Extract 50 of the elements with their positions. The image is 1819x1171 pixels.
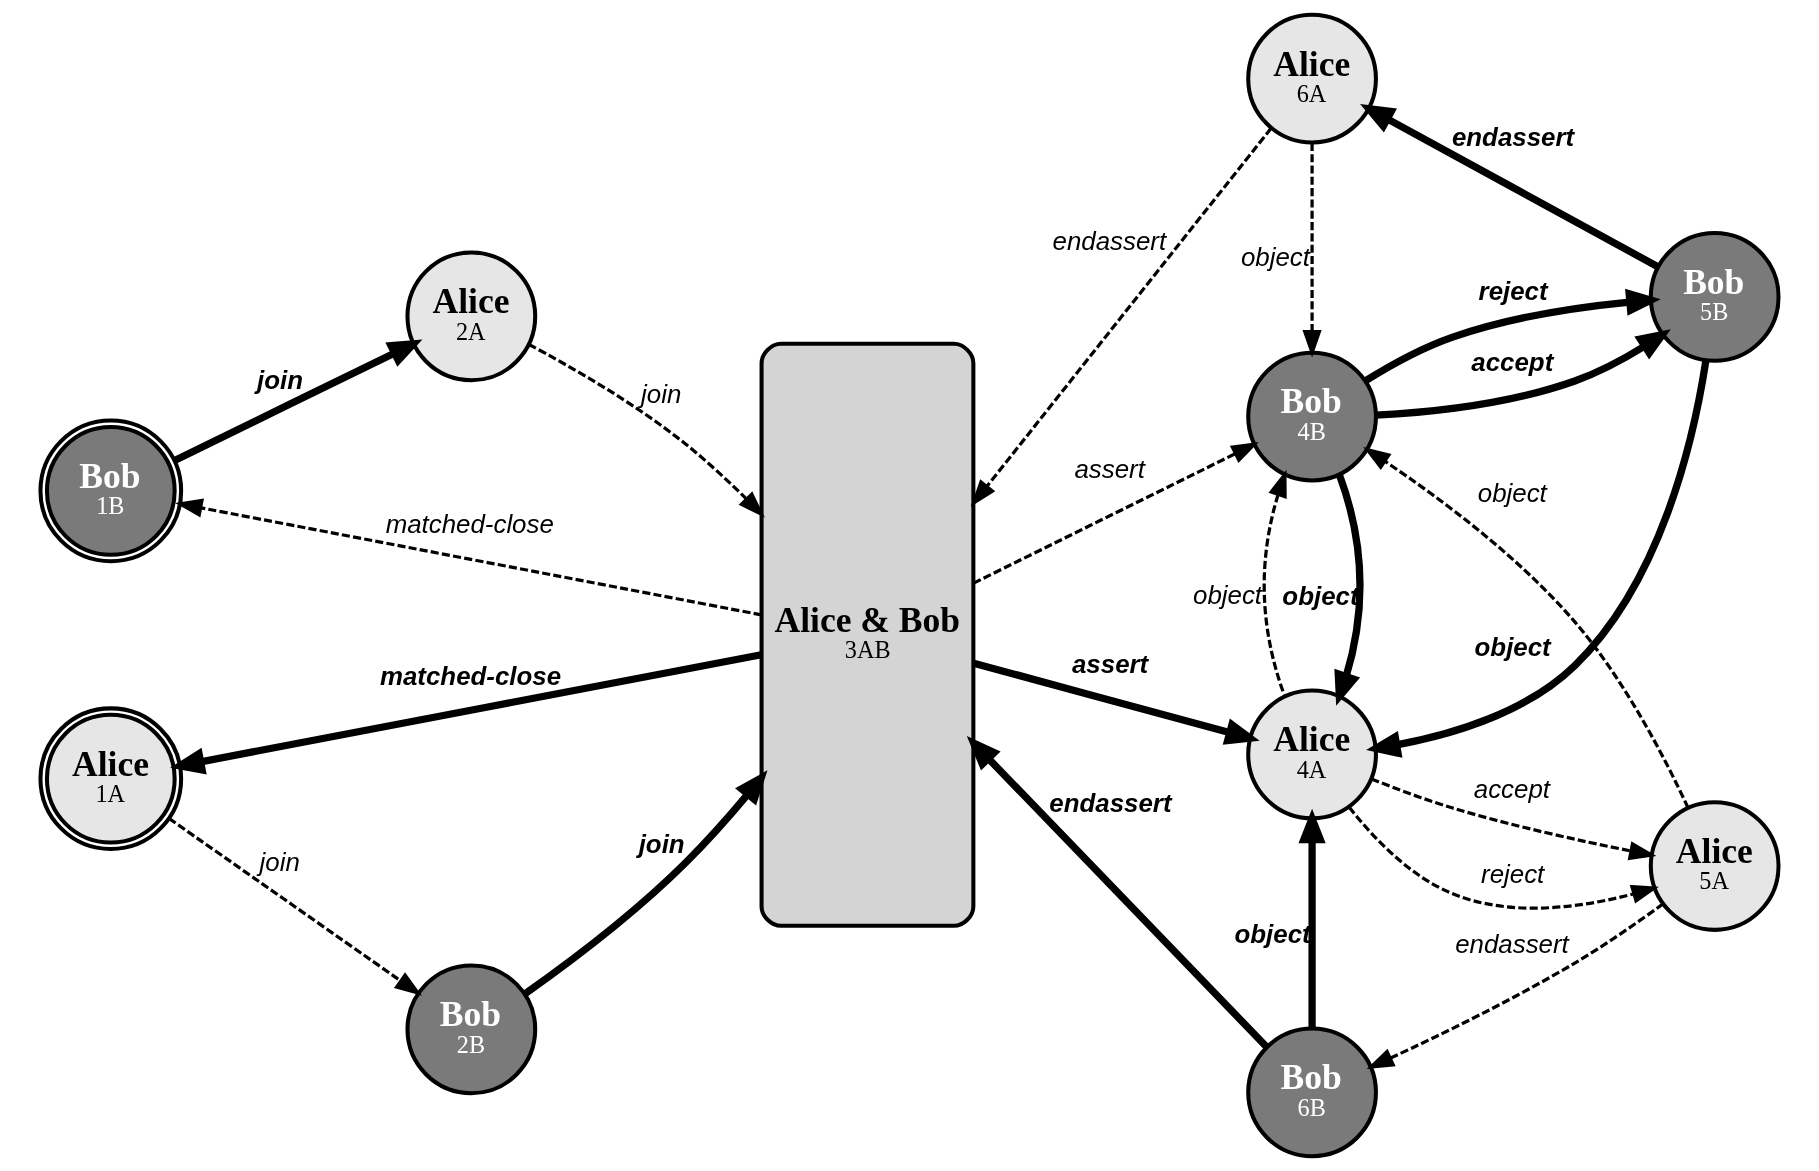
edge-label: reject: [1478, 276, 1548, 305]
node-circle: Bob 4B: [1246, 350, 1378, 483]
arrow: [972, 659, 1260, 745]
arrow: [1360, 104, 1660, 270]
arrow: [1348, 806, 1659, 910]
edge-label: object: [1477, 478, 1547, 507]
node-circle: Bob 5B: [1648, 231, 1781, 363]
arrow: [966, 736, 1270, 1050]
node-circle: Bob 6B: [1246, 1026, 1378, 1159]
arrow: [528, 343, 765, 518]
edge-label: reject: [1481, 860, 1545, 889]
edge-label: endassert: [1451, 123, 1575, 152]
edge-label: accept: [1471, 347, 1554, 376]
edge-label: endassert: [1049, 789, 1172, 818]
node-circle: Bob 1B: [38, 418, 184, 564]
edge-label: endassert: [1455, 930, 1569, 958]
node-circle: Alice 4A: [1246, 688, 1378, 821]
node-circle: Alice 6A: [1246, 12, 1378, 145]
arrow: [170, 651, 762, 775]
edge-label: endassert: [1052, 226, 1167, 255]
edge-label: accept: [1473, 774, 1550, 803]
arrow: [1366, 360, 1710, 758]
arrow: [1363, 288, 1661, 384]
arrow: [168, 817, 423, 996]
arrow: [970, 127, 1273, 507]
arrow: [173, 339, 423, 464]
arrow: [1302, 142, 1322, 358]
node-circle: Alice 2A: [405, 250, 538, 383]
arrow: [1298, 808, 1326, 1029]
edge-label: assert: [1071, 650, 1149, 679]
arrow: [972, 442, 1259, 585]
arrow: [1334, 473, 1364, 706]
edge-label: join: [638, 829, 685, 858]
arrow: [522, 770, 768, 998]
arrow: [175, 498, 762, 617]
edge-label: matched-close: [385, 509, 554, 538]
node-circle: Bob 2B: [405, 963, 538, 1096]
node-box: Alice & Bob 3AB: [759, 341, 976, 928]
edge-label: object: [1474, 632, 1551, 661]
arrow: [1375, 329, 1671, 419]
edge-label: object: [1193, 581, 1263, 610]
edge-label: matched-close: [380, 661, 562, 690]
arrow: [1262, 469, 1287, 697]
arrow: [1366, 902, 1665, 1070]
node-circle: Alice 5A: [1648, 800, 1781, 932]
edge-label: assert: [1074, 454, 1145, 483]
arrow: [1370, 777, 1657, 861]
edge-label: object: [1240, 243, 1310, 272]
arrow: [1363, 446, 1690, 809]
node-circle: Alice 1A: [38, 706, 184, 852]
